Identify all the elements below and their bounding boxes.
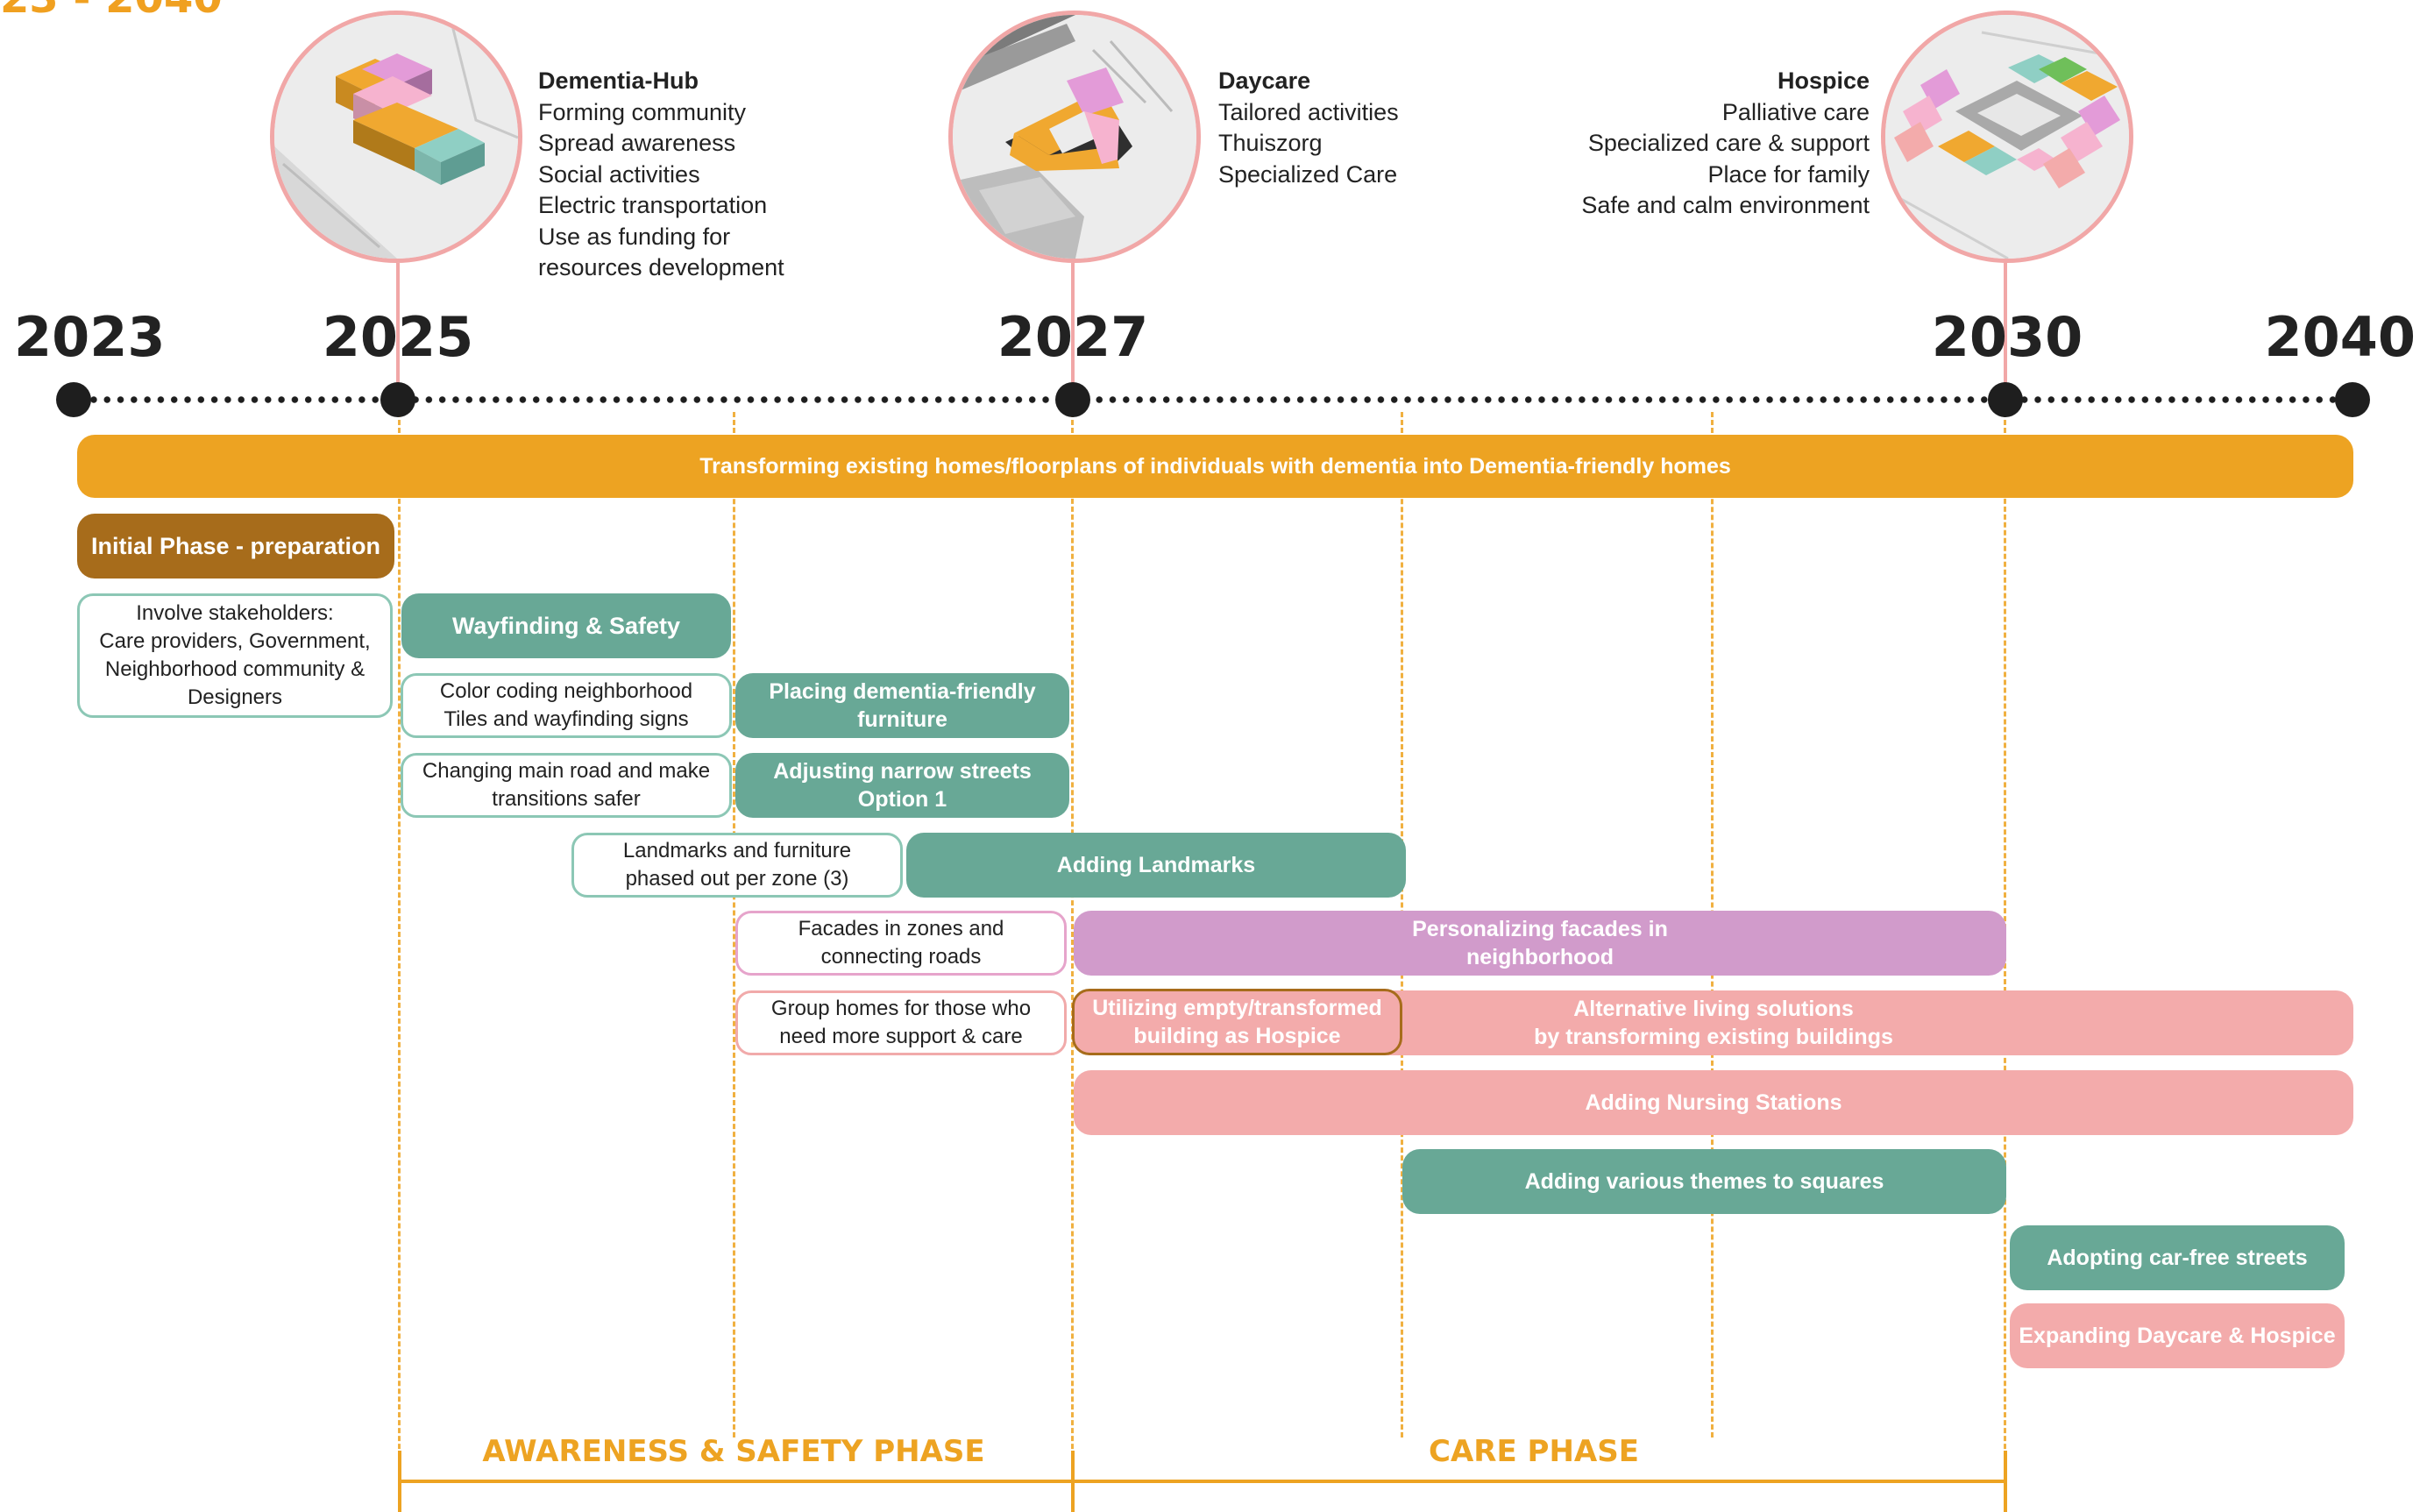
milestone-stem-daycare [1071, 263, 1075, 394]
timeline-node-2030 [1988, 382, 2023, 417]
hospice-illustration [1881, 11, 2133, 263]
milestone-title: Hospice [1777, 67, 1870, 94]
phase-bracket-tick [1071, 1451, 1075, 1512]
timeline-node-2040 [2335, 382, 2370, 417]
milestone-line: Thuiszorg [1218, 130, 1323, 156]
milestone-line: resources development [538, 254, 784, 280]
milestone-line: Social activities [538, 160, 700, 188]
milestone-hospice: Hospice Palliative care Specialized care… [1581, 66, 1870, 222]
milestone-title: Daycare [1218, 67, 1311, 94]
dementia-hub-illustration [270, 11, 522, 263]
phase-awareness-safety: AWARENESS & SAFETY PHASE [482, 1434, 985, 1469]
bar-transforming-homes: Transforming existing homes/floorplans o… [77, 435, 2353, 498]
milestone-line: Palliative care [1721, 98, 1870, 125]
note-stakeholders: Involve stakeholders: Care providers, Go… [77, 593, 393, 718]
milestone-line: Safe and calm environment [1581, 192, 1870, 218]
note-group-homes: Group homes for those who need more supp… [735, 990, 1067, 1055]
bar-wayfinding-safety: Wayfinding & Safety [401, 593, 731, 658]
bar-initial-phase: Initial Phase - preparation [77, 514, 394, 579]
note-main-road: Changing main road and make transitions … [401, 753, 732, 818]
year-2025: 2025 [322, 305, 474, 369]
daycare-illustration [948, 11, 1201, 263]
note-landmarks-zones: Landmarks and furniture phased out per z… [571, 833, 903, 898]
milestone-line: Electric transportation [538, 192, 768, 218]
timeline-node-2023 [56, 382, 91, 417]
bar-placing-furniture: Placing dementia-friendly furniture [735, 673, 1069, 738]
phase-care: CARE PHASE [1429, 1434, 1639, 1469]
bar-adjusting-streets: Adjusting narrow streets Option 1 [735, 753, 1069, 818]
bar-expanding-daycare: Expanding Daycare & Hospice [2010, 1303, 2345, 1368]
bar-adding-landmarks: Adding Landmarks [906, 833, 1406, 898]
phase-bracket-line [399, 1480, 2005, 1483]
bar-utilizing-hospice: Utilizing empty/transformed building as … [1072, 989, 1402, 1055]
milestone-title: Dementia-Hub [538, 67, 699, 94]
phase-bracket-tick [398, 1451, 401, 1512]
guide-line-2027 [1071, 412, 1074, 1512]
milestone-line: Spread awareness [538, 130, 736, 156]
milestone-line: Specialized care & support [1587, 130, 1870, 156]
bar-personalizing-facades: Personalizing facades in neighborhood [1074, 911, 2006, 976]
milestone-line: Tailored activities [1218, 98, 1399, 125]
page-title-fragment: 23 - 2040 [0, 0, 223, 23]
milestone-line: Specialized Care [1218, 160, 1398, 188]
timeline-node-2027 [1055, 382, 1090, 417]
milestone-line: Place for family [1707, 160, 1870, 188]
bar-nursing-stations: Adding Nursing Stations [1074, 1070, 2353, 1135]
note-color-coding: Color coding neighborhood Tiles and wayf… [401, 673, 732, 738]
guide-line-2025 [398, 412, 401, 1512]
bar-car-free-streets: Adopting car-free streets [2010, 1225, 2345, 1290]
timeline-dotted-line [74, 396, 2352, 403]
year-2023: 2023 [14, 305, 166, 369]
year-2030: 2030 [1931, 305, 2083, 369]
milestone-stem-hospice [2004, 263, 2007, 394]
guide-line-mid-1 [733, 412, 735, 1437]
milestone-line: Forming community [538, 98, 747, 125]
note-facades-zones: Facades in zones and connecting roads [735, 911, 1067, 976]
timeline-node-2025 [380, 382, 415, 417]
bar-themes-squares: Adding various themes to squares [1402, 1149, 2006, 1214]
phase-bracket-tick [2004, 1451, 2007, 1512]
year-2040: 2040 [2264, 305, 2416, 369]
milestone-daycare: Daycare Tailored activities Thuiszorg Sp… [1218, 66, 1399, 190]
milestone-dementia-hub: Dementia-Hub Forming community Spread aw… [538, 66, 784, 284]
milestone-line: Use as funding for [538, 223, 731, 250]
milestone-stem-hub [396, 263, 400, 394]
year-2027: 2027 [997, 305, 1149, 369]
